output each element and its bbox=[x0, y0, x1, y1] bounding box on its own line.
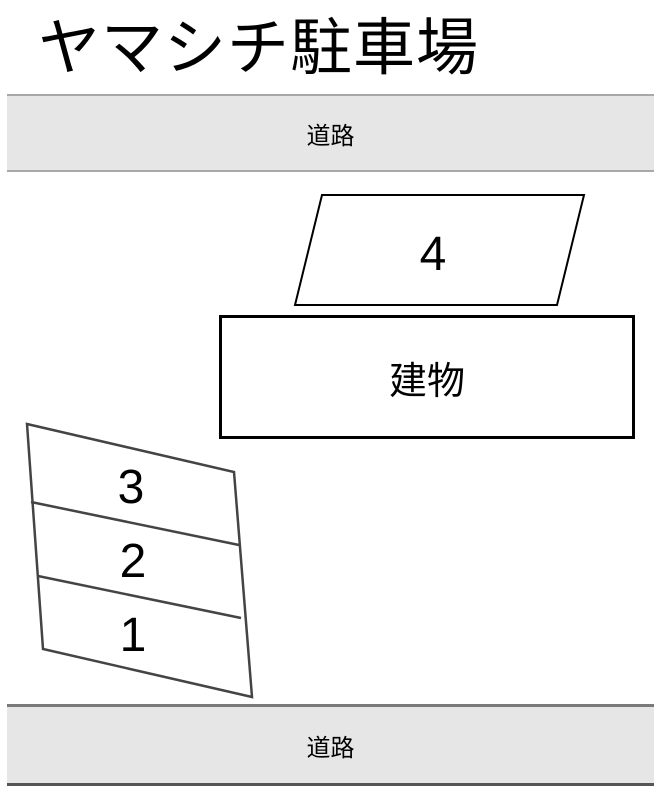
parking-space-2-label: 2 bbox=[119, 535, 147, 588]
parking-space-4[interactable] bbox=[293, 194, 586, 306]
parking-space-4-label: 4 bbox=[419, 228, 447, 281]
road-top: 道路 bbox=[7, 94, 654, 172]
road-top-label: 道路 bbox=[306, 121, 355, 150]
road-bottom-label: 道路 bbox=[306, 733, 355, 762]
building-label: 建物 bbox=[388, 358, 465, 403]
road-bottom: 道路 bbox=[7, 704, 654, 786]
page-title: ヤマシチ駐車場 bbox=[38, 11, 480, 84]
building: 建物 bbox=[219, 315, 635, 439]
parking-space-3-label: 3 bbox=[117, 461, 145, 514]
parking-space-1-label: 1 bbox=[119, 609, 147, 662]
